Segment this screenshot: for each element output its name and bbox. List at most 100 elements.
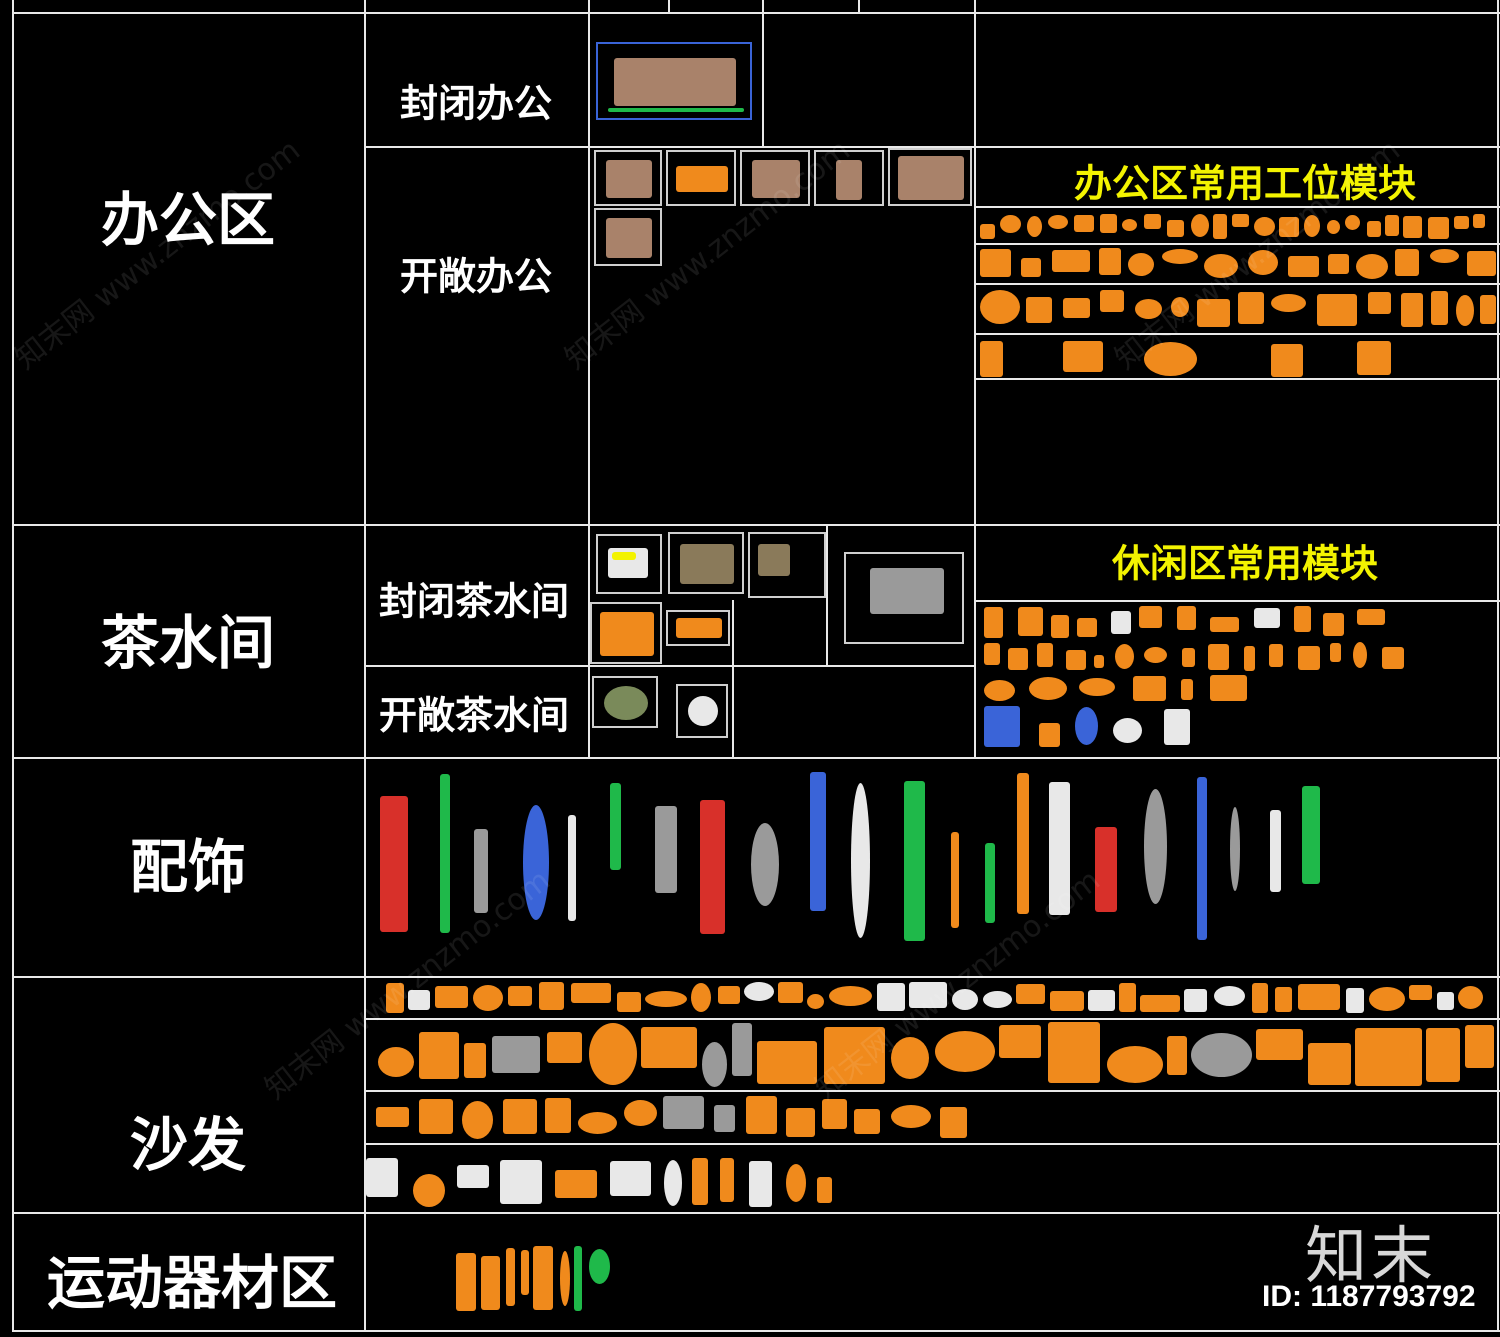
cad-block-thumbnail[interactable]: [748, 532, 826, 598]
cad-block: [1048, 215, 1068, 229]
cad-block: [1049, 782, 1070, 915]
cad-block: [555, 1170, 597, 1198]
cad-block: [1458, 986, 1483, 1009]
cad-block: [1480, 295, 1496, 324]
grid-line: [974, 283, 1500, 285]
grid-line: [974, 243, 1500, 245]
workstation-block-row[interactable]: [980, 338, 1450, 378]
cad-block: [1026, 297, 1052, 323]
cad-block: [877, 983, 905, 1011]
cad-block: [419, 1099, 453, 1134]
cad-block: [1197, 777, 1207, 940]
cad-block: [983, 991, 1012, 1008]
cad-block: [940, 1107, 967, 1138]
cad-block: [1181, 679, 1193, 700]
cad-block-thumbnail[interactable]: [590, 602, 662, 664]
cad-block: [380, 796, 408, 932]
cad-block-thumbnail[interactable]: [666, 150, 736, 206]
cad-block-thumbnail[interactable]: [592, 676, 658, 728]
grid-line: [858, 0, 860, 12]
grid-line: [974, 206, 1500, 208]
workstation-block-row[interactable]: [980, 248, 1496, 280]
cad-block-thumbnail[interactable]: [888, 148, 972, 206]
category-sport: 运动器材区: [46, 1249, 338, 1317]
workstation-block-row[interactable]: [980, 290, 1496, 328]
cad-block: [935, 1031, 995, 1072]
cad-block: [1139, 606, 1162, 628]
grid-line: [826, 524, 828, 666]
cad-block: [1164, 709, 1190, 745]
cad-block: [641, 1027, 697, 1068]
cad-block: [1367, 221, 1381, 237]
cad-block: [1385, 215, 1399, 236]
leisure-block-row[interactable]: [984, 606, 1404, 640]
cad-block: [1048, 1022, 1100, 1083]
cad-block: [1177, 606, 1196, 630]
cad-block: [1051, 615, 1069, 638]
cad-block: [1345, 215, 1360, 230]
grid-line: [668, 0, 670, 12]
cad-block-thumbnail[interactable]: [740, 150, 810, 206]
cad-block-thumbnail[interactable]: [814, 150, 884, 206]
sport-block-area[interactable]: [456, 1242, 612, 1314]
cad-block: [744, 982, 774, 1001]
cad-block: [1431, 291, 1448, 325]
cad-block: [521, 1250, 529, 1295]
grid-line: [974, 378, 1500, 380]
cad-block: [1135, 299, 1162, 319]
cad-block: [1113, 718, 1142, 743]
cad-block: [655, 806, 677, 893]
cad-block-thumbnail[interactable]: [668, 532, 744, 594]
cad-block: [1063, 341, 1103, 372]
cad-block-thumbnail[interactable]: [594, 208, 662, 266]
sofa-block-row[interactable]: [376, 1096, 976, 1140]
grid-line: [12, 976, 1500, 978]
cad-block: [807, 994, 824, 1009]
cad-block: [1473, 214, 1485, 228]
cad-block: [891, 1105, 931, 1128]
cad-block: [1111, 611, 1131, 634]
cad-block: [1369, 987, 1405, 1011]
cad-block: [1037, 643, 1053, 667]
cad-block: [700, 800, 725, 934]
cad-block-thumbnail[interactable]: [676, 684, 728, 738]
decor-block-area[interactable]: [380, 766, 1340, 942]
cad-block-thumbnail[interactable]: [596, 534, 662, 594]
cad-block-thumbnail[interactable]: [844, 552, 964, 644]
grid-line: [12, 1212, 1500, 1214]
leisure-block-row[interactable]: [984, 642, 1424, 672]
sofa-block-row[interactable]: [386, 982, 1494, 1014]
cad-block: [1454, 216, 1469, 229]
cad-block: [1294, 606, 1311, 632]
grid-line: [12, 757, 1500, 759]
cad-block-thumbnail[interactable]: [594, 150, 662, 206]
cad-block: [462, 1101, 493, 1139]
cad-block: [533, 1246, 553, 1310]
grid-line: [732, 600, 734, 758]
cad-block: [757, 1041, 817, 1084]
leisure-block-row[interactable]: [984, 674, 1254, 702]
cad-block: [1119, 983, 1136, 1012]
cad-block-thumbnail[interactable]: [596, 42, 752, 120]
grid-line: [364, 1018, 1500, 1020]
cad-block: [1191, 1033, 1252, 1077]
sofa-block-row[interactable]: [378, 1022, 1494, 1088]
cad-block: [891, 1037, 929, 1079]
cad-block-thumbnail[interactable]: [666, 610, 730, 646]
workstation-block-row[interactable]: [980, 212, 1496, 240]
cad-block: [1254, 608, 1280, 628]
sofa-block-row[interactable]: [366, 1158, 832, 1208]
module-title-office: 办公区常用工位模块: [1073, 160, 1417, 206]
cad-block: [1191, 214, 1209, 237]
cad-block: [1213, 214, 1227, 239]
cad-block: [1095, 827, 1117, 912]
cad-block: [617, 992, 641, 1012]
cad-block: [1063, 298, 1090, 318]
sub-closed-office: 封闭办公: [399, 80, 553, 126]
cad-block: [854, 1109, 880, 1134]
cad-block: [1409, 985, 1432, 1000]
cad-block: [1355, 1028, 1422, 1086]
cad-block: [1144, 789, 1167, 904]
leisure-block-row[interactable]: [984, 706, 1204, 750]
cad-block: [1382, 647, 1404, 669]
